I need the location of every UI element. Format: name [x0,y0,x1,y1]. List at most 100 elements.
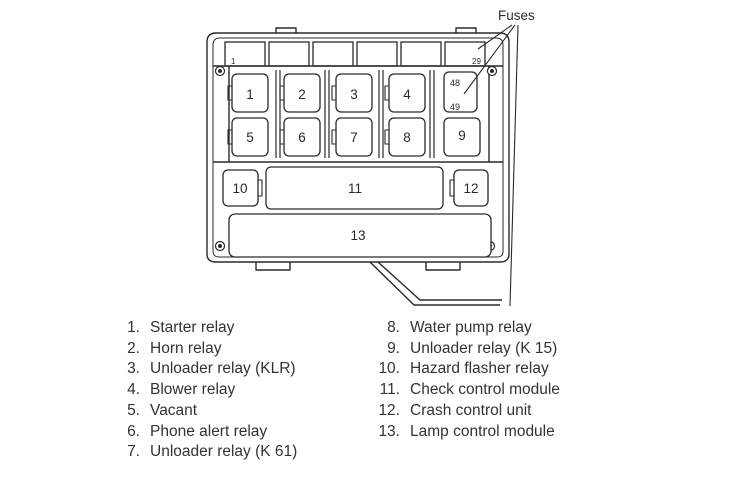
module-11-label: 11 [348,181,362,196]
fuse-block [312,41,354,67]
legend-item: 6. Phone alert relay [118,422,297,443]
relay-3-label: 3 [350,87,358,102]
legend-item-number: 5. [127,401,140,419]
relay-clip [279,85,284,101]
callout-leader-line [463,24,516,95]
legend-item: 10. Hazard flasher relay [370,359,560,380]
legend-item-text: Phone alert relay [150,422,268,440]
housing-tab [425,262,461,271]
module-12 [453,169,489,207]
legend-item: 3. Unloader relay (KLR) [118,359,297,380]
module-clip [258,179,263,197]
legend-item: 5. Vacant [118,401,297,422]
relay-1-label: 1 [246,87,254,102]
legend-item-text: Unloader relay (KLR) [150,360,296,378]
relay-bracket [378,70,384,158]
legend-item-number: 3. [127,360,140,378]
relay-5-label: 5 [246,130,254,145]
legend-item-number: 6. [127,422,140,440]
module-11 [265,166,444,210]
module-12-label: 12 [463,181,478,196]
fuse-block [444,41,486,67]
diode-block [443,71,478,113]
legend-item-text: Blower relay [150,381,236,399]
legend-item-text: Unloader relay (K 61) [150,443,298,461]
legend-item-text: Unloader relay (K 15) [410,339,558,357]
legend-item: 12.Crash control unit [370,401,560,422]
module-clip [449,179,454,197]
housing-tab [275,27,297,33]
legend-right-column: 8. Water pump relay 9. Unloader relay (K 15… [370,318,560,443]
relay-2-label: 2 [298,87,306,102]
legend-left-column: 1. Starter relay 2. Horn relay 3. Unloader re… [118,318,297,463]
relay-4 [388,73,426,113]
fuse-block [356,41,398,67]
legend-item-number: 7. [127,443,140,461]
relay-4-label: 4 [403,87,411,102]
legend-item-text: Check control module [410,381,560,399]
relay-clip [384,85,389,101]
legend-item-text: Vacant [150,401,198,419]
legend-item-number: 9. [387,339,400,357]
fuses-callout-label: Fuses [498,8,535,23]
relay-8 [388,117,426,157]
housing-outline [206,32,510,263]
fuse-number-last: 29 [472,57,481,66]
legend-item: 4.Blower relay [118,380,297,401]
relay-9 [443,117,481,157]
diode-label-top: 48 [450,78,460,88]
legend-item-number: 13. [378,422,400,440]
relay-clip [279,129,284,145]
legend-item-text: Water pump relay [410,319,532,336]
legend-item-number: 2. [127,339,140,357]
module-13-label: 13 [350,228,365,243]
screw-icon [214,65,226,77]
legend-item: 2. Horn relay [118,339,297,360]
legend-item-number: 10. [378,360,400,378]
legend-item: 7. Unloader relay (K 61) [118,442,297,463]
legend-item-number: 12. [378,401,400,419]
relay-clip [331,129,336,145]
legend-item: 1. Starter relay [118,318,297,339]
diode-label-bottom: 49 [450,102,460,112]
cable-outline [369,261,500,306]
fuse-block [268,41,310,67]
relay-6-label: 6 [298,130,306,145]
legend-item-text: Horn relay [150,339,222,357]
module-10 [222,169,259,207]
relay-8-label: 8 [403,130,411,145]
legend-item-number: 11. [379,381,400,399]
legend-item: 13. Lamp control module [370,422,560,443]
relay-2 [283,73,321,113]
relay-bracket [429,70,435,158]
legend-item-text: Lamp control module [410,422,555,440]
relay-clip [227,129,232,145]
legend-item: 9. Unloader relay (K 15) [370,339,560,360]
callout-leader-line [509,24,519,307]
module-10-label: 10 [232,181,247,196]
screw-icon [486,65,498,77]
cable-outline [377,261,502,301]
relay-bracket [324,70,330,158]
callout-leader-line [477,24,513,50]
relay-6 [283,117,321,157]
fuse-block [400,41,442,67]
legend-item: 8. Water pump relay [370,318,560,339]
relay-3 [335,73,373,113]
relay-9-label: 9 [458,128,466,143]
relay-5 [231,117,269,157]
relay-7 [335,117,373,157]
legend-item: 11. Check control module [370,380,560,401]
screw-icon [214,240,226,252]
relay-bracket [275,70,281,158]
housing-inner-outline [212,37,504,258]
fuse-number-first: 1 [231,57,236,66]
relay-clip [331,85,336,101]
legend-item-text: Hazard flasher relay [410,360,549,378]
legend-item-text: Starter relay [150,319,235,336]
housing-tab [255,262,291,271]
housing-tab [455,27,477,33]
relay-1 [231,73,269,113]
legend-item-number: 1. [127,319,140,336]
legend-item-number: 8. [387,319,400,336]
